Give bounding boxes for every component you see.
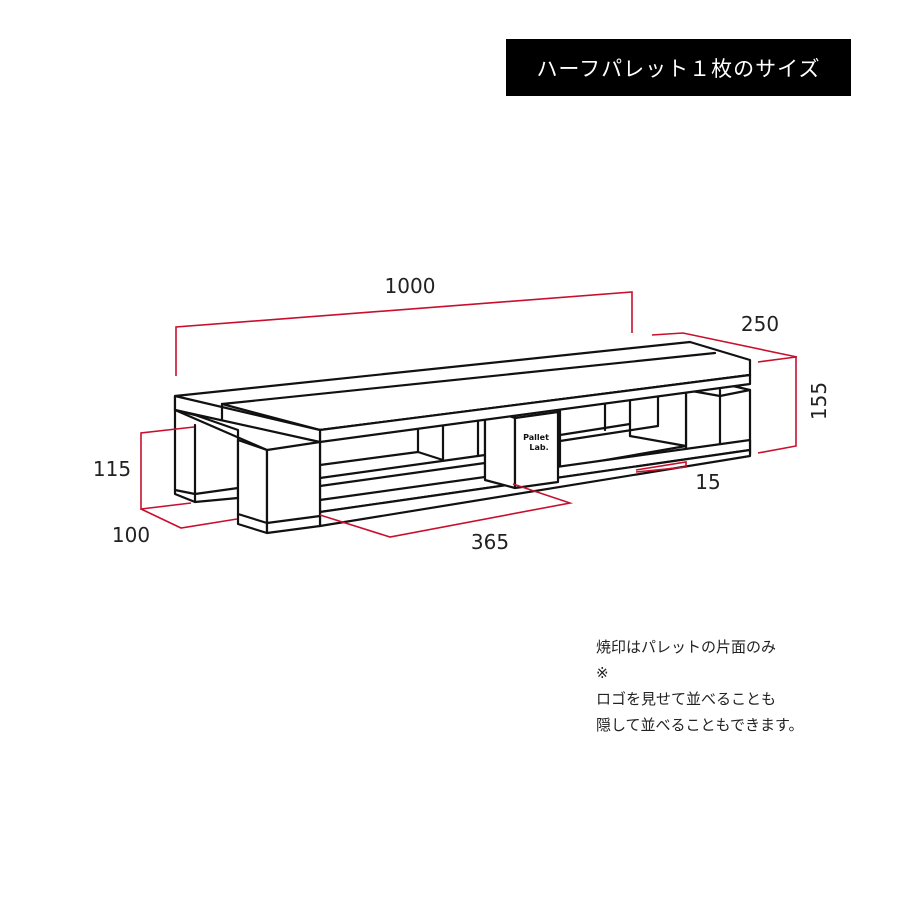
left-inner-rail-1 <box>318 450 420 467</box>
dim-width-label: 250 <box>741 312 779 336</box>
front-left-block-front <box>265 440 322 535</box>
front-left-block-band2 <box>265 514 322 525</box>
dim-length-line <box>175 291 633 376</box>
inner-rail-1 <box>558 422 632 437</box>
inner-rail-2 <box>558 424 660 443</box>
right-back-block-top2 <box>718 388 752 398</box>
note-line-3: 隠して並べることもできます。 <box>596 716 804 734</box>
dim-width-line <box>651 332 798 358</box>
dim-block-depth-line <box>140 508 238 529</box>
dim-center-span-line <box>319 483 574 538</box>
title-banner: ハーフパレット１枚のサイズ <box>506 39 851 96</box>
dim-length-label: 1000 <box>385 274 436 298</box>
logo-line-1: Pallet <box>523 433 549 442</box>
dim-height-label: 155 <box>807 382 831 420</box>
left-inner-rail-4 <box>318 461 487 488</box>
left-deck-lower-edge <box>173 408 269 452</box>
title-text: ハーフパレット１枚のサイズ <box>536 56 821 81</box>
inner-floor-edge <box>628 434 688 448</box>
dim-block-height-label: 115 <box>93 457 131 481</box>
dim-center-span-label: 365 <box>471 530 509 554</box>
note-line-2: ロゴを見せて並べることも <box>596 690 777 708</box>
dim-block-depth-label: 100 <box>112 523 150 547</box>
dim-height-line <box>757 356 797 454</box>
left-back-block-band <box>173 488 197 496</box>
note-line-1: 焼印はパレットの片面のみ <box>596 638 777 656</box>
branding-note: 焼印はパレットの片面のみ ※ ロゴを見せて並べることも 隠して並べることもできま… <box>596 634 803 738</box>
left-back-block-band2 <box>193 486 240 496</box>
front-left-block-band <box>236 512 269 525</box>
center-block-front <box>513 410 560 490</box>
pallet-body: Pallet Lab. <box>173 340 752 535</box>
logo-line-2: Lab. <box>529 443 548 452</box>
dim-board-thickness-line <box>635 461 687 473</box>
note-mark: ※ <box>596 664 609 682</box>
top-board-seam <box>220 351 717 406</box>
dim-board-thickness-label: 15 <box>695 470 720 494</box>
left-inner-rail-3 <box>318 453 487 480</box>
dimension-lines <box>140 291 798 538</box>
left-inner-rail-2 <box>416 450 445 462</box>
dim-block-height-line <box>140 426 195 510</box>
